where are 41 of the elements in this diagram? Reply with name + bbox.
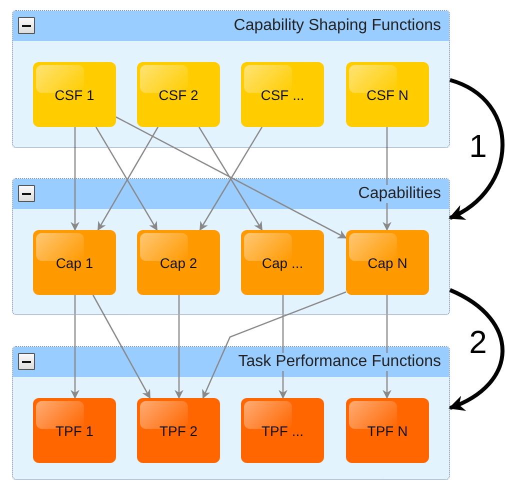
curved-arrow — [448, 78, 504, 220]
group-title: Capabilities — [358, 185, 441, 203]
box-label: CSF 1 — [54, 86, 94, 102]
arrow — [116, 116, 347, 239]
arrow — [382, 127, 392, 231]
group-panel — [12, 10, 450, 148]
arrow — [174, 295, 184, 399]
group-title: Capability Shaping Functions — [234, 17, 441, 35]
arrow — [70, 295, 80, 399]
function-box — [33, 230, 116, 295]
group-panel — [12, 178, 450, 315]
box-label: CSF ... — [260, 86, 304, 102]
group-panel — [12, 346, 450, 480]
arrow — [278, 295, 288, 399]
box-label: TPF 2 — [159, 422, 198, 438]
box-label: TPF N — [367, 422, 408, 438]
box-label: Cap 1 — [56, 254, 94, 270]
arrow — [70, 127, 80, 231]
arrow — [202, 291, 346, 399]
function-box — [241, 62, 324, 127]
arrow — [382, 295, 392, 399]
box-label: TPF 1 — [55, 422, 94, 438]
function-box — [241, 230, 324, 295]
box-label: CSF N — [366, 86, 408, 102]
box-label: Cap 2 — [160, 254, 198, 270]
function-box — [346, 62, 429, 127]
box-label: Cap ... — [262, 254, 304, 270]
curved-arrow — [448, 288, 504, 410]
box-label: CSF 2 — [158, 86, 198, 102]
function-box — [346, 230, 429, 295]
arrow — [92, 294, 151, 399]
function-box — [241, 398, 324, 463]
box-label: TPF ... — [262, 422, 304, 438]
function-box — [33, 62, 116, 127]
function-box — [137, 230, 220, 295]
function-box — [346, 398, 429, 463]
group-title: Task Performance Functions — [238, 353, 441, 371]
box-label: Cap N — [368, 254, 408, 270]
function-box — [33, 398, 116, 463]
function-box — [137, 62, 220, 127]
function-box — [137, 398, 220, 463]
